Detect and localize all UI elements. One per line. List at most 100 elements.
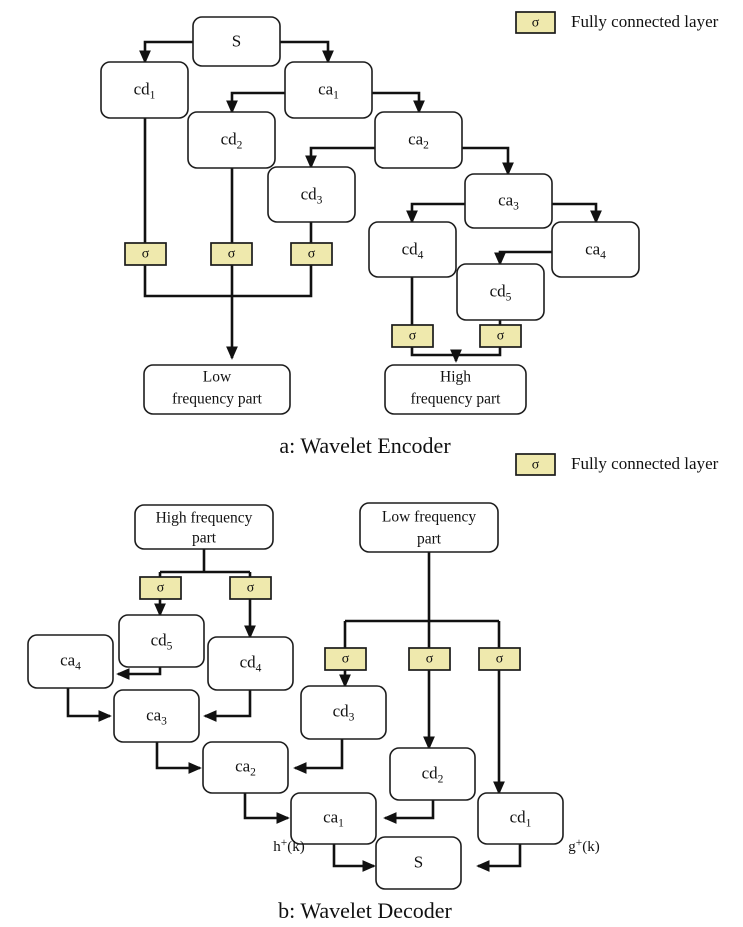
encoder-node-ca2-sub: 2 xyxy=(423,139,429,151)
svg-text:cd2: cd2 xyxy=(422,763,444,785)
encoder-node-ca4: ca4 xyxy=(551,221,640,278)
encoder-node-ca2-base: ca xyxy=(408,129,424,148)
edge-cd3-to-ca2 xyxy=(293,731,344,774)
encoder-sigma-5-symbol: σ xyxy=(497,329,505,344)
edge-ca2-to-ca1 xyxy=(243,793,290,824)
legend-sigma-symbol: σ xyxy=(532,16,540,31)
encoder-node-ca4-base: ca xyxy=(585,239,601,258)
encoder-sigma-1: σ xyxy=(124,242,167,266)
decoder-node-cd3-base: cd xyxy=(333,701,350,720)
svg-text:cd2: cd2 xyxy=(221,129,243,151)
encoder-node-ca1-sub: 1 xyxy=(333,89,339,101)
svg-text:cd1: cd1 xyxy=(510,807,532,829)
decoder-node-ca1: ca1 xyxy=(290,792,377,845)
encoder-nodes: S cd1 ca1 cd2 xyxy=(100,16,640,415)
svg-text:ca2: ca2 xyxy=(235,756,256,778)
encoder-sigma-5: σ xyxy=(479,324,522,348)
edge-cd4-to-ca3 xyxy=(203,690,252,722)
edge-cd1-to-s xyxy=(476,843,522,872)
encoder-output-high-frequency: High frequency part xyxy=(384,364,527,415)
caption-encoder: a: Wavelet Encoder xyxy=(279,433,451,458)
decoder-input-low-frequency: Low frequency part xyxy=(359,502,499,553)
encoder-sigma-3-symbol: σ xyxy=(308,247,316,262)
legend-sigma-swatch-decoder xyxy=(515,453,556,476)
edge-low-sigma-bus xyxy=(143,265,313,298)
encoder-sigma-1-symbol: σ xyxy=(142,247,150,262)
decoder-node-cd1: cd1 xyxy=(477,792,564,845)
decoder-low-in-line1: Low frequency xyxy=(382,509,476,526)
encoder-node-cd1: cd1 xyxy=(100,61,189,119)
encoder-node-ca1: ca1 xyxy=(284,61,373,119)
edge-cd2-to-ca1 xyxy=(383,793,435,824)
decoder-node-ca2-base: ca xyxy=(235,756,251,775)
legend-sigma-symbol-decoder: σ xyxy=(532,458,540,473)
encoder-sigma-2: σ xyxy=(210,242,253,266)
decoder-node-ca2-sub: 2 xyxy=(250,766,256,778)
encoder-output-low-line2: frequency part xyxy=(172,391,263,408)
encoder-node-ca3-sub: 3 xyxy=(513,200,519,212)
decoder-sigma-low-1: σ xyxy=(324,647,367,671)
svg-text:S: S xyxy=(232,31,241,50)
edge-ca3-to-ca2 xyxy=(155,742,202,774)
decoder-node-ca1-base: ca xyxy=(323,807,339,826)
decoder-input-high-frequency: High frequency part xyxy=(134,504,274,550)
decoder-edges xyxy=(66,549,522,872)
encoder-node-cd1-sub: 1 xyxy=(150,89,156,101)
svg-text:cd4: cd4 xyxy=(240,652,262,674)
decoder-node-ca4-base: ca xyxy=(60,650,76,669)
decoder-nodes: High frequency part Low frequency part σ… xyxy=(27,502,600,890)
decoder-node-cd3: cd3 xyxy=(300,685,387,740)
svg-text:cd4: cd4 xyxy=(402,239,424,261)
edge-ca4-to-cd5 xyxy=(494,250,552,266)
encoder-node-ca3: ca3 xyxy=(464,173,553,229)
decoder-high-in-line2: part xyxy=(192,530,217,547)
decoder-filter-g-label: g+(k) xyxy=(568,837,600,856)
decoder-node-ca1-sub: 1 xyxy=(338,817,344,829)
svg-text:ca3: ca3 xyxy=(498,190,519,212)
decoder-sigma-low-1-symbol: σ xyxy=(342,652,350,667)
decoder-node-cd5-sub: 5 xyxy=(167,640,173,652)
decoder-node-cd4-base: cd xyxy=(240,652,257,671)
svg-text:ca1: ca1 xyxy=(318,79,339,101)
encoder-output-high-line2: frequency part xyxy=(411,391,502,408)
edge-ca2-to-ca3 xyxy=(462,146,514,176)
encoder-node-cd5: cd5 xyxy=(456,263,545,321)
decoder-node-ca3-sub: 3 xyxy=(161,715,167,727)
legend-label-decoder: Fully connected layer xyxy=(571,454,719,473)
decoder-high-in-line1: High frequency xyxy=(156,510,253,527)
encoder-sigma-3: σ xyxy=(290,242,333,266)
edge-ca3-to-cd4 xyxy=(406,202,465,224)
edge-s-to-cd1 xyxy=(139,40,193,64)
encoder-node-cd1-base: cd xyxy=(134,79,151,98)
svg-text:cd3: cd3 xyxy=(333,701,355,723)
edge-ca4-to-ca3 xyxy=(66,688,112,722)
legend-decoder: σ Fully connected layer xyxy=(515,453,719,476)
encoder-node-ca1-base: ca xyxy=(318,79,334,98)
decoder-node-ca4-sub: 4 xyxy=(75,660,81,672)
encoder-node-cd2-sub: 2 xyxy=(237,139,243,151)
encoder-node-cd3-sub: 3 xyxy=(317,194,323,206)
decoder-node-cd5: cd5 xyxy=(118,614,205,668)
encoder-node-cd4-base: cd xyxy=(402,239,419,258)
svg-text:cd5: cd5 xyxy=(490,281,512,303)
edge-ca3-to-ca4 xyxy=(552,202,602,224)
encoder-node-s: S xyxy=(192,16,281,67)
encoder-node-ca2: ca2 xyxy=(374,111,463,169)
encoder-output-high-line1: High xyxy=(440,369,471,386)
edge-s-to-ca1 xyxy=(280,40,334,64)
svg-text:cd1: cd1 xyxy=(134,79,156,101)
encoder-node-cd2-base: cd xyxy=(221,129,238,148)
decoder-node-ca2: ca2 xyxy=(202,741,289,794)
encoder-sigma-4-symbol: σ xyxy=(409,329,417,344)
svg-text:ca2: ca2 xyxy=(408,129,429,151)
encoder-node-cd4-sub: 4 xyxy=(418,249,424,261)
encoder-node-ca3-base: ca xyxy=(498,190,514,209)
decoder-filter-h-label: h+(k) xyxy=(273,837,305,856)
caption-decoder: b: Wavelet Decoder xyxy=(278,898,452,923)
decoder-node-s: S xyxy=(375,836,462,890)
decoder-sigma-high-1: σ xyxy=(139,576,182,600)
decoder-sigma-high-1-symbol: σ xyxy=(157,581,165,596)
decoder-node-cd1-base: cd xyxy=(510,807,527,826)
legend-sigma-swatch xyxy=(515,11,556,34)
